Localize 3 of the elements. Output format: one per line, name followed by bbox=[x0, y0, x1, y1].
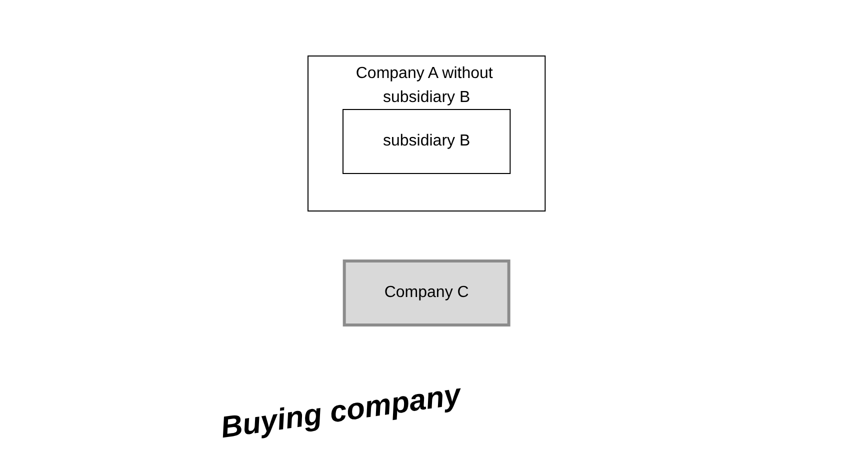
node-box: Company C bbox=[343, 259, 511, 326]
node-box: subsidiary B bbox=[342, 108, 512, 174]
caption-text: Buying company bbox=[218, 378, 463, 446]
